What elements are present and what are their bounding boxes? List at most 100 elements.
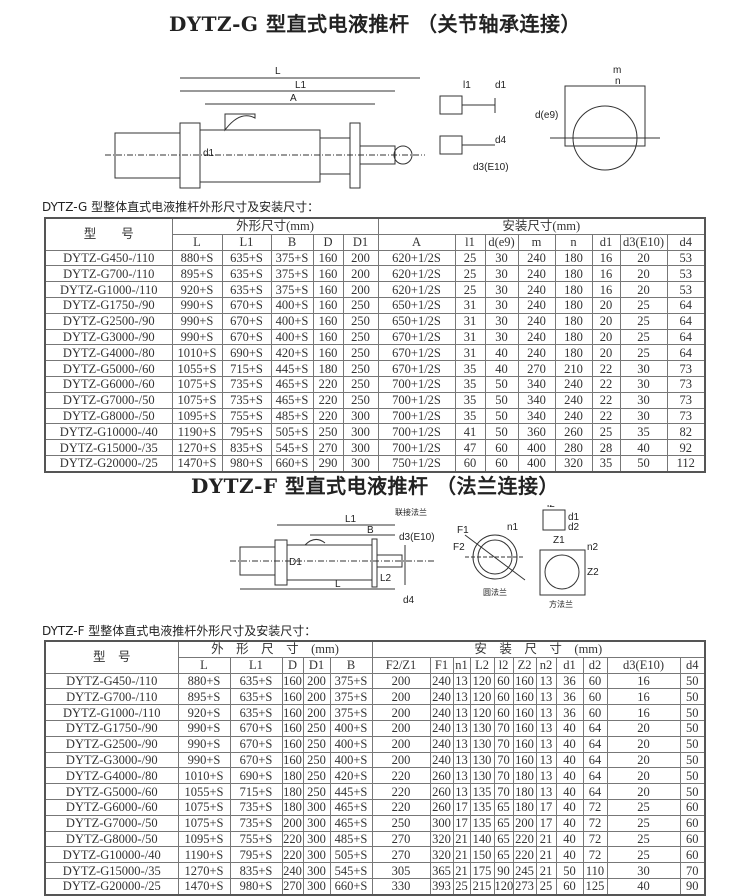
- value-cell: 240: [517, 296, 556, 314]
- value-cell: 20: [606, 751, 681, 769]
- value-cell: 25: [454, 249, 486, 267]
- value-cell: 160: [281, 719, 304, 737]
- value-cell: 40: [555, 751, 584, 769]
- value-cell: 465+S: [270, 391, 314, 409]
- value-cell: 70: [679, 862, 706, 879]
- value-cell: 40: [619, 439, 668, 456]
- label-round-flange: 圆法兰: [483, 587, 507, 597]
- model-cell: DYTZ-G1750-/90: [44, 719, 179, 737]
- value-cell: 660+S: [329, 877, 373, 896]
- value-cell: 180: [512, 767, 537, 785]
- model-cell: DYTZ-G20000-/25: [44, 877, 179, 896]
- value-cell: 160: [312, 296, 344, 314]
- value-cell: 200: [512, 814, 537, 832]
- value-cell: 635+S: [221, 281, 272, 298]
- value-cell: 13: [535, 672, 557, 690]
- value-cell: 300: [342, 439, 379, 456]
- value-cell: 400+S: [270, 296, 314, 314]
- value-cell: 700+1/2S: [377, 423, 456, 441]
- value-cell: 650+1/2S: [377, 312, 456, 330]
- value-cell: 835+S: [229, 862, 283, 879]
- value-cell: 160: [512, 735, 537, 753]
- model-cell: DYTZ-G20000-/25: [44, 454, 173, 473]
- dim-n2: n2: [587, 542, 599, 553]
- dim-Z2: Z2: [587, 567, 599, 578]
- value-cell: 330: [371, 877, 431, 896]
- value-cell: 50: [484, 423, 519, 441]
- value-cell: 485+S: [270, 407, 314, 425]
- dim-F1: F1: [457, 525, 469, 536]
- column-header: A: [377, 233, 456, 251]
- value-cell: 260: [554, 423, 593, 441]
- column-header: L2: [469, 656, 495, 674]
- value-cell: 320: [429, 830, 454, 848]
- value-cell: 150: [469, 846, 495, 864]
- value-cell: 64: [582, 767, 608, 785]
- value-cell: 620+1/2S: [377, 249, 456, 267]
- value-cell: 250: [342, 344, 379, 362]
- label-flange: 联接法兰: [395, 507, 427, 517]
- value-cell: 270: [517, 360, 556, 377]
- value-cell: 700+1/2S: [377, 407, 456, 425]
- value-cell: 670+1/2S: [377, 344, 456, 362]
- value-cell: 30: [484, 281, 519, 298]
- value-cell: 65: [493, 798, 514, 816]
- value-cell: 240: [281, 862, 304, 879]
- value-cell: 465+S: [329, 798, 373, 816]
- value-cell: 50: [555, 862, 584, 879]
- value-cell: 25: [454, 265, 486, 283]
- column-header: D1: [342, 233, 379, 251]
- value-cell: 30: [619, 391, 668, 409]
- dim-d1: d1: [203, 148, 215, 159]
- value-cell: 30: [619, 407, 668, 425]
- model-cell: DYTZ-G4000-/80: [44, 767, 179, 785]
- header-row: 型 号外 形 尺 寸 (mm)安 装 尺 寸 (mm): [44, 640, 706, 674]
- value-cell: 35: [591, 454, 621, 473]
- value-cell: 260: [429, 783, 454, 800]
- model-cell: DYTZ-G6000-/60: [44, 375, 173, 393]
- value-cell: 215: [469, 877, 495, 896]
- value-cell: 35: [454, 391, 486, 409]
- value-cell: 41: [454, 423, 486, 441]
- value-cell: 260: [429, 798, 454, 816]
- value-cell: 300: [342, 454, 379, 473]
- model-cell: DYTZ-G7000-/50: [44, 814, 179, 832]
- value-cell: 670+S: [221, 296, 272, 314]
- value-cell: 92: [666, 439, 706, 456]
- dim-B: B: [367, 525, 374, 536]
- dim-d2: d2: [568, 522, 580, 533]
- value-cell: 300: [302, 846, 331, 864]
- value-cell: 40: [555, 814, 584, 832]
- value-cell: 25: [606, 814, 681, 832]
- column-header: Z2: [512, 656, 537, 674]
- value-cell: 30: [484, 312, 519, 330]
- model-cell: DYTZ-G3000-/90: [44, 751, 179, 769]
- column-header: B: [329, 656, 373, 674]
- value-cell: 160: [312, 265, 344, 283]
- value-cell: 180: [512, 798, 537, 816]
- value-cell: 660+S: [270, 454, 314, 473]
- value-cell: 270: [371, 830, 431, 848]
- model-cell: DYTZ-G3000-/90: [44, 328, 173, 346]
- value-cell: 25: [454, 281, 486, 298]
- dim-L: L: [335, 579, 341, 590]
- column-header: F1: [429, 656, 454, 674]
- value-cell: 13: [452, 735, 471, 753]
- value-cell: 50: [484, 391, 519, 409]
- value-cell: 160: [312, 281, 344, 298]
- value-cell: 220: [281, 830, 304, 848]
- value-cell: 25: [535, 877, 557, 896]
- model-cell: DYTZ-G10000-/40: [44, 423, 173, 441]
- value-cell: 70: [493, 767, 514, 785]
- value-cell: 31: [454, 328, 486, 346]
- value-cell: 240: [429, 704, 454, 721]
- value-cell: 112: [666, 454, 706, 473]
- value-cell: 120: [469, 704, 495, 721]
- value-cell: 50: [679, 688, 706, 706]
